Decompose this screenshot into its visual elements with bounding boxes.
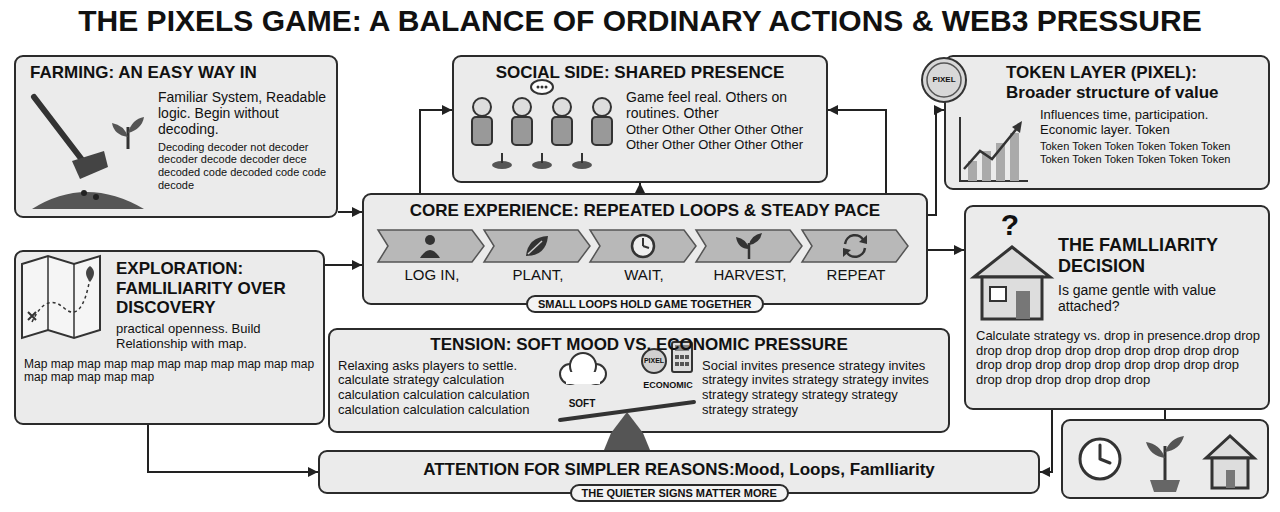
step-chevron [590,229,698,263]
node-heading: TOKEN LAYER (PIXEL): Broader structure o… [1006,63,1262,102]
node-heading: PLANT, [484,266,592,283]
flow-arrow [928,110,944,215]
node-heading: SMALL LOOPS HOLD GAME TOGETHER [538,298,752,311]
node-heading: TENSION: SOFT MOOD VS. ECONOMIC PRESSURE [338,335,940,355]
flow-arrow [828,110,886,193]
step-chevron [378,229,486,263]
node-heading: EXPLORATION: FAMLILIARITY OVER DISCOVERY [116,259,319,318]
node-heading: FARMING: AN EASY WAY IN [30,63,336,83]
step-chevron [484,229,592,263]
plant-icon [1146,436,1184,492]
clock-icon [1080,439,1120,479]
node-heading: THE FAMLLIARITY DECISION [1058,235,1260,276]
token-box: TOKEN LAYER (PIXEL): Broader structure o… [944,55,1270,190]
caption-badge: SMALL LOOPS HOLD GAME TOGETHER [526,295,764,314]
step-chevron [802,229,910,263]
node-heading: LOG IN, [378,266,486,283]
node-heading: CORE EXPERIENCE: REPEATED LOOPS & STEADY… [372,201,918,221]
scale-label: ECONOMIC [643,381,693,391]
core-box: CORE EXPERIENCE: REPEATED LOOPS & STEADY… [362,193,928,305]
node-heading: ATTENTION FOR SIMPLER REASONS:Mood, Loop… [328,460,1030,480]
house-icon [1206,436,1254,488]
diagram-title: THE PIXELS GAME: A BALANCE OF ORDINARY A… [78,4,1201,39]
step-chevron [696,229,804,263]
node-text: Calculate strategy vs. drop in presence.… [976,329,1260,389]
node-text: practical openness. Build Relationship w… [116,322,319,352]
seesaw-fulcrum [604,433,650,450]
node-heading: WAIT, [590,266,698,283]
node-heading: THE QUIETER SIGNS MATTER MORE [582,487,777,500]
loop-step: LOG IN, [378,229,486,289]
question-mark: ? [1001,208,1019,241]
loop-step: WAIT, [590,229,698,289]
social-box: SOCIAL SIDE: SHARED PRESENCE Game feel re… [452,55,828,183]
flow-arrow [325,264,362,266]
flow-arrow [148,425,318,472]
flow-arrow [1040,410,1052,472]
scale-label: SOFT [569,398,596,409]
node-heading: SOCIAL SIDE: SHARED PRESENCE [462,63,818,83]
caption-badge: THE QUIETER SIGNS MATTER MORE [570,484,789,503]
leader-line [1164,410,1166,420]
loop-step: HARVEST, [696,229,804,289]
icon-panel [1062,420,1268,498]
node-text: Map map map map map map map map map map … [24,358,319,386]
node-text: Game feel real. Others on routines. Othe… [626,89,818,121]
exploration-box: EXPLORATION: FAMLILIARITY OVER DISCOVERY… [14,250,325,425]
attention-box: ATTENTION FOR SIMPLER REASONS:Mood, Loop… [318,450,1040,494]
node-text: Token Token Token Token Token Token Toke… [1040,140,1262,165]
loop-step: REPEAT [802,229,910,289]
node-heading: HARVEST, [696,266,804,283]
flow-arrow [639,183,641,193]
coin-label: PIXEL [644,357,664,365]
flow-arrow [338,211,362,213]
loop-step: PLANT, [484,229,592,289]
farming-box: FARMING: AN EASY WAY IN Familiar System, … [14,55,338,218]
tension-box: TENSION: SOFT MOOD VS. ECONOMIC PRESSURE… [328,328,950,433]
node-text: Influences time, participation. Economic… [1040,108,1262,138]
node-text: Is game gentle with value attached? [1058,282,1260,314]
node-text: Social invites presence strategy invites… [702,359,938,419]
node-heading: REPEAT [802,266,910,283]
flow-arrow [420,110,452,193]
node-text: Familiar System, Readable logic. Begin w… [158,89,334,137]
node-text: Relaxing asks players to settle. calcula… [338,359,560,419]
node-text: Decoding decoder not decoder decoder dec… [158,141,334,192]
coin-label: PIXEL [932,76,955,85]
node-text: Other Other Other Other Other Other Othe… [626,123,818,153]
flow-arrow [928,249,964,251]
